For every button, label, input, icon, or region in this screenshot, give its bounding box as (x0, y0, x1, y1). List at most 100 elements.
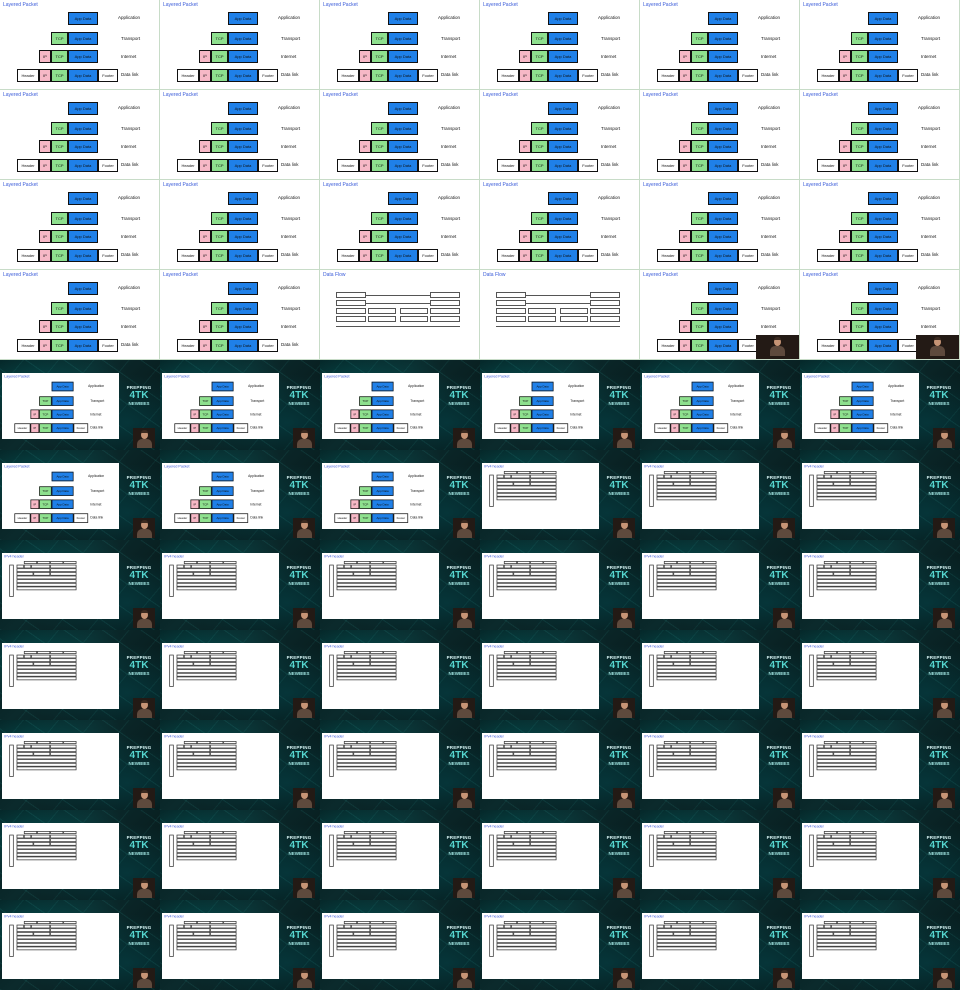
thumbnail-ipv4-header[interactable]: IPv4 header PREPPING 4TK NEWBIES (640, 540, 800, 630)
thumbnail-layered-packet[interactable]: Layered Packet App Data Application TCP … (800, 180, 960, 270)
thumbnail-ipv4-header[interactable]: IPv4 header PREPPING 4TK NEWBIES (160, 810, 320, 900)
thumbnail-ipv4-header[interactable]: IPv4 header PREPPING 4TK NEWBIES (160, 720, 320, 810)
thumbnail-ipv4-header[interactable]: IPv4 header PREPPING 4TK NEWBIES (0, 630, 160, 720)
ip-cell: IP (199, 69, 211, 82)
thumbnail-layered-packet[interactable]: Layered Packet App Data Application TCP … (640, 270, 800, 360)
thumbnail-ipv4-header[interactable]: IPv4 header PREPPING 4TK NEWBIES (0, 720, 160, 810)
thumbnail-layered-packet[interactable]: Layered Packet App Data Application TCP … (0, 450, 160, 540)
thumbnail-layered-packet[interactable]: Layered Packet App Data Application TCP … (480, 90, 640, 180)
ipv4-offset-column (9, 654, 14, 687)
ip-cell: IP (679, 159, 691, 172)
thumbnail-ipv4-header[interactable]: IPv4 header PREPPING 4TK NEWBIES (640, 450, 800, 540)
thumbnail-ipv4-header[interactable]: IPv4 header PREPPING 4TK NEWBIES (640, 720, 800, 810)
thumbnail-layered-packet[interactable]: Layered Packet App Data Application TCP … (320, 450, 480, 540)
thumbnail-ipv4-header[interactable]: IPv4 header PREPPING 4TK NEWBIES (320, 720, 480, 810)
slide-title: IPv4 header (804, 464, 824, 469)
thumbnail-ipv4-header[interactable]: IPv4 header PREPPING 4TK NEWBIES (800, 450, 960, 540)
thumbnail-layered-packet[interactable]: Layered Packet App Data Application TCP … (480, 180, 640, 270)
thumbnail-layered-packet[interactable]: Layered Packet App Data Application TCP … (640, 90, 800, 180)
thumbnail-ipv4-header[interactable]: IPv4 header PREPPING 4TK NEWBIES (480, 900, 640, 990)
thumbnail-ipv4-header[interactable]: IPv4 header PREPPING 4TK NEWBIES (320, 630, 480, 720)
thumbnail-layered-packet[interactable]: Layered Packet App Data Application TCP … (640, 180, 800, 270)
thumbnail-ipv4-header[interactable]: IPv4 header PREPPING 4TK NEWBIES (320, 900, 480, 990)
thumbnail-layered-packet[interactable]: Layered Packet App Data Application TCP … (0, 180, 160, 270)
thumbnail-ipv4-header[interactable]: IPv4 header PREPPING 4TK NEWBIES (0, 810, 160, 900)
thumbnail-layered-packet[interactable]: Layered Packet App Data Application TCP … (160, 270, 320, 360)
thumbnail-layered-packet[interactable]: Layered Packet App Data Application TCP … (0, 90, 160, 180)
thumbnail-ipv4-header[interactable]: IPv4 header PREPPING 4TK NEWBIES (800, 810, 960, 900)
thumbnail-layered-packet[interactable]: Layered Packet App Data Application TCP … (320, 180, 480, 270)
ipv4-bit-header (503, 471, 518, 474)
thumbnail-ipv4-header[interactable]: IPv4 header PREPPING 4TK NEWBIES (480, 450, 640, 540)
ipv4-field (370, 661, 397, 666)
slide-content: IPv4 header (322, 823, 439, 889)
thumbnail-ipv4-header[interactable]: IPv4 header PREPPING 4TK NEWBIES (320, 810, 480, 900)
channel-logo: PREPPING 4TK NEWBIES (766, 835, 792, 856)
app-data-cell: App Data (68, 32, 98, 45)
layer-label-application: Application (88, 473, 105, 478)
thumbnail-layered-packet[interactable]: Layered Packet App Data Application TCP … (800, 360, 960, 450)
thumbnail-layered-packet[interactable]: Layered Packet App Data Application TCP … (0, 360, 160, 450)
ipv4-field (656, 658, 691, 662)
thumbnail-layered-packet[interactable]: Layered Packet App Data Application TCP … (160, 360, 320, 450)
slide-content: IPv4 header (2, 733, 119, 799)
thumbnail-layered-packet[interactable]: Layered Packet App Data Application TCP … (800, 270, 960, 360)
ipv4-offset-column (489, 564, 494, 597)
header-cell: Header (657, 69, 679, 82)
header-cell: Header (817, 249, 839, 262)
ipv4-bit-header (850, 741, 864, 744)
thumbnail-layered-packet[interactable]: Layered Packet App Data Application TCP … (800, 90, 960, 180)
thumbnail-layered-packet[interactable]: Layered Packet App Data Application TCP … (320, 0, 480, 90)
header-cell: Header (17, 69, 39, 82)
thumbnail-ipv4-header[interactable]: IPv4 header PREPPING 4TK NEWBIES (640, 630, 800, 720)
thumbnail-ipv4-header[interactable]: IPv4 header PREPPING 4TK NEWBIES (800, 900, 960, 990)
thumbnail-ipv4-header[interactable]: IPv4 header PREPPING 4TK NEWBIES (480, 540, 640, 630)
tcp-cell: TCP (51, 302, 68, 315)
thumbnail-ipv4-header[interactable]: IPv4 header PREPPING 4TK NEWBIES (640, 900, 800, 990)
slide-title: Layered Packet (643, 182, 678, 188)
thumbnail-layered-packet[interactable]: Layered Packet App Data Application TCP … (320, 360, 480, 450)
thumbnail-dataflow[interactable]: Data Flow (480, 270, 640, 360)
thumbnail-layered-packet[interactable]: Layered Packet App Data Application TCP … (160, 180, 320, 270)
thumbnail-ipv4-header[interactable]: IPv4 header PREPPING 4TK NEWBIES (320, 540, 480, 630)
slide-title: Layered Packet (164, 464, 190, 469)
thumbnail-layered-packet[interactable]: Layered Packet App Data Application TCP … (160, 0, 320, 90)
thumbnail-layered-packet[interactable]: Layered Packet App Data Application TCP … (0, 270, 160, 360)
thumbnail-ipv4-header[interactable]: IPv4 header PREPPING 4TK NEWBIES (800, 630, 960, 720)
ipv4-field (16, 762, 77, 767)
thumbnail-ipv4-header[interactable]: IPv4 header PREPPING 4TK NEWBIES (800, 720, 960, 810)
layer-label-transport: Transport (250, 399, 265, 403)
thumbnail-layered-packet[interactable]: Layered Packet App Data Application TCP … (0, 0, 160, 90)
ipv4-field (210, 571, 237, 576)
footer-cell: Footer (258, 159, 278, 172)
thumbnail-ipv4-header[interactable]: IPv4 header PREPPING 4TK NEWBIES (0, 900, 160, 990)
thumbnail-ipv4-header[interactable]: IPv4 header PREPPING 4TK NEWBIES (480, 720, 640, 810)
ipv4-field (176, 751, 194, 756)
ipv4-field (511, 744, 531, 749)
thumbnail-layered-packet[interactable]: Layered Packet App Data Application TCP … (160, 90, 320, 180)
thumbnail-ipv4-header[interactable]: IPv4 header PREPPING 4TK NEWBIES (480, 810, 640, 900)
thumbnail-ipv4-header[interactable]: IPv4 header PREPPING 4TK NEWBIES (160, 900, 320, 990)
thumbnail-ipv4-header[interactable]: IPv4 header PREPPING 4TK NEWBIES (640, 810, 800, 900)
tcp-cell: TCP (359, 423, 372, 433)
layer-label-transport: Transport (890, 399, 905, 403)
thumbnail-layered-packet[interactable]: Layered Packet App Data Application TCP … (160, 450, 320, 540)
thumbnail-ipv4-header[interactable]: IPv4 header PREPPING 4TK NEWBIES (160, 630, 320, 720)
thumbnail-layered-packet[interactable]: Layered Packet App Data Application TCP … (480, 360, 640, 450)
thumbnail-ipv4-header[interactable]: IPv4 header PREPPING 4TK NEWBIES (800, 540, 960, 630)
app-data-cell: App Data (548, 50, 578, 63)
thumbnail-layered-packet[interactable]: Layered Packet App Data Application TCP … (320, 90, 480, 180)
thumbnail-ipv4-header[interactable]: IPv4 header PREPPING 4TK NEWBIES (0, 540, 160, 630)
ipv4-field (336, 946, 397, 951)
thumbnail-layered-packet[interactable]: Layered Packet App Data Application TCP … (480, 0, 640, 90)
ipv4-field (210, 838, 237, 842)
thumbnail-layered-packet[interactable]: Layered Packet App Data Application TCP … (640, 360, 800, 450)
slide-thumbnail: Layered Packet App Data Application TCP … (640, 270, 799, 359)
ipv4-bit-header (383, 831, 397, 834)
thumbnail-ipv4-header[interactable]: IPv4 header PREPPING 4TK NEWBIES (160, 540, 320, 630)
tcp-cell: TCP (51, 212, 68, 225)
thumbnail-layered-packet[interactable]: Layered Packet App Data Application TCP … (800, 0, 960, 90)
thumbnail-ipv4-header[interactable]: IPv4 header PREPPING 4TK NEWBIES (480, 630, 640, 720)
thumbnail-layered-packet[interactable]: Layered Packet App Data Application TCP … (640, 0, 800, 90)
thumbnail-dataflow[interactable]: Data Flow (320, 270, 480, 360)
